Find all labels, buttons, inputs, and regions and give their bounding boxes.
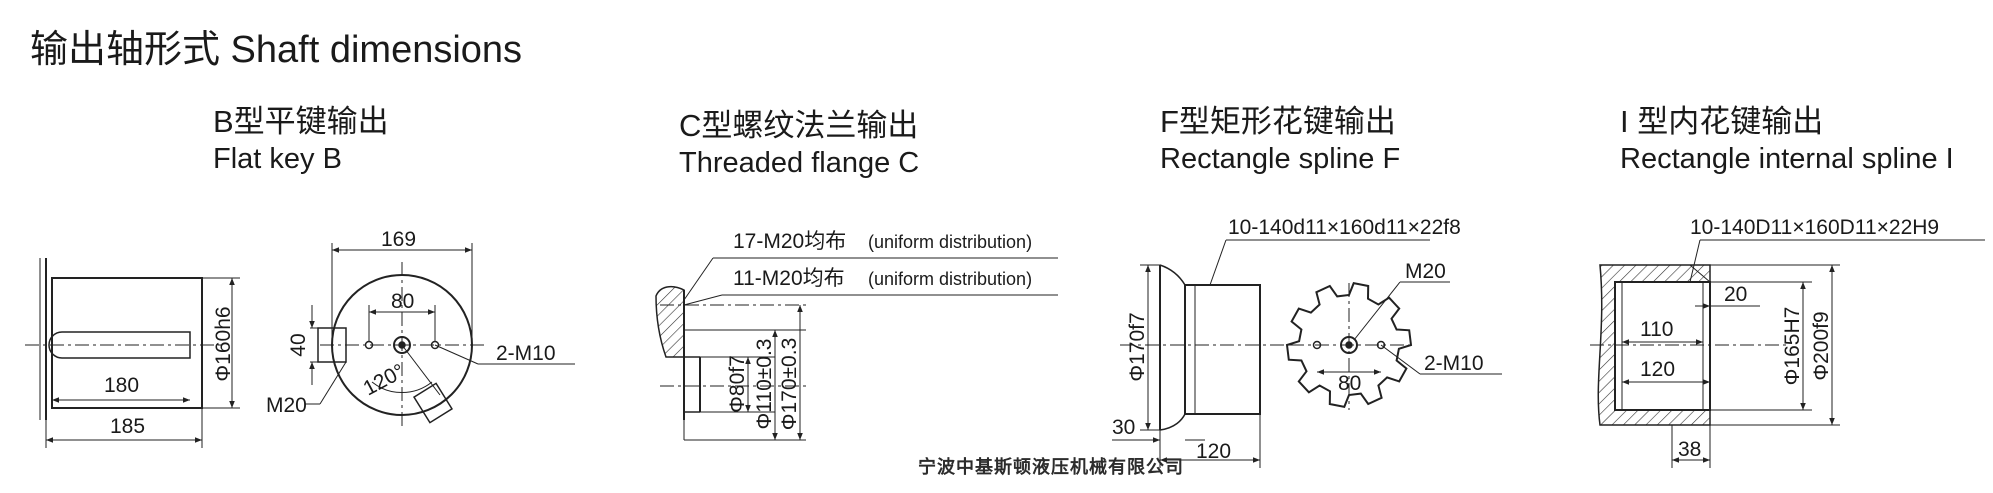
dim-2-m10: 2-M10 [1424,352,1484,375]
section-title-en: Threaded flange C [679,147,920,179]
dim-80: 80 [1338,372,1361,395]
rectangle-spline-f-labels: 10-140d11×160d11×22f8 Φ170f7 M20 2-M10 8… [1112,216,1484,463]
section-title-zh: C型螺纹法兰输出 [679,108,919,143]
dim-phi165h7: Φ165H7 [1781,307,1804,386]
company-watermark: 宁波中基斯顿液压机械有限公司 [918,457,1184,478]
dim-40: 40 [287,333,310,356]
dim-20: 20 [1724,283,1747,306]
dim-phi160h6: Φ160h6 [212,306,235,381]
rectangle-internal-spline-i-labels: 10-140D11×160D11×22H9 20 110 120 Φ165H7 … [1640,216,1939,461]
section-flat-key-b: B型平键输出 Flat key B [213,103,389,177]
section-title-en: Flat key B [213,143,342,175]
dim-phi200f9: Φ200f9 [1810,311,1833,380]
spline-spec-f: 10-140d11×160d11×22f8 [1228,216,1461,239]
note-11-m20: 11-M20均布 [733,267,845,290]
dim-185: 185 [110,415,145,438]
dim-38: 38 [1678,438,1701,461]
dim-169: 169 [381,228,416,251]
section-title-zh: B型平键输出 [213,104,389,139]
section-title-en: Rectangle spline F [1160,143,1401,175]
dim-180: 180 [104,374,139,397]
dim-120-deg: 120° [360,360,409,401]
dim-m20: M20 [1405,260,1446,283]
dim-phi110: Φ110±0.3 [753,339,776,430]
note-11-uniform: (uniform distribution) [868,269,1032,289]
dim-2-m10: 2-M10 [496,342,556,365]
threaded-flange-c-labels: 17-M20均布 (uniform distribution) 11-M20均布… [726,230,1032,430]
drawing-rectangle-internal-spline-i [1590,239,1985,468]
dim-m20: M20 [266,394,307,417]
section-rectangle-internal-spline-i: I 型内花键输出 Rectangle internal spline I [1620,103,1954,177]
section-threaded-flange-c: C型螺纹法兰输出 Threaded flange C [679,107,919,181]
flat-key-b-labels: 169 80 40 2-M10 180 185 M20 120° Φ160h6 [104,228,556,438]
drawing-flat-key-b [25,243,575,448]
section-title-en: Rectangle internal spline I [1620,143,1954,175]
note-17-m20: 17-M20均布 [733,230,846,253]
page-title: 输出轴形式 Shaft dimensions [30,29,523,71]
note-17-uniform: (uniform distribution) [868,232,1032,252]
dim-phi80f7: Φ80f7 [726,355,749,413]
dim-phi170f7: Φ170f7 [1126,312,1149,381]
dim-80: 80 [391,290,414,313]
dim-30: 30 [1112,416,1135,439]
spline-spec-i: 10-140D11×160D11×22H9 [1690,216,1939,239]
section-title-zh: F型矩形花键输出 [1160,104,1396,139]
section-rectangle-spline-f: F型矩形花键输出 Rectangle spline F [1160,103,1400,177]
dim-120: 120 [1640,358,1675,381]
dim-120: 120 [1196,440,1231,463]
drawing-rectangle-spline-f [1112,239,1502,468]
drawing-threaded-flange-c [655,257,1058,441]
dim-110: 110 [1640,318,1673,341]
dim-phi170: Φ170±0.3 [778,338,801,431]
section-title-zh: I 型内花键输出 [1620,104,1824,139]
